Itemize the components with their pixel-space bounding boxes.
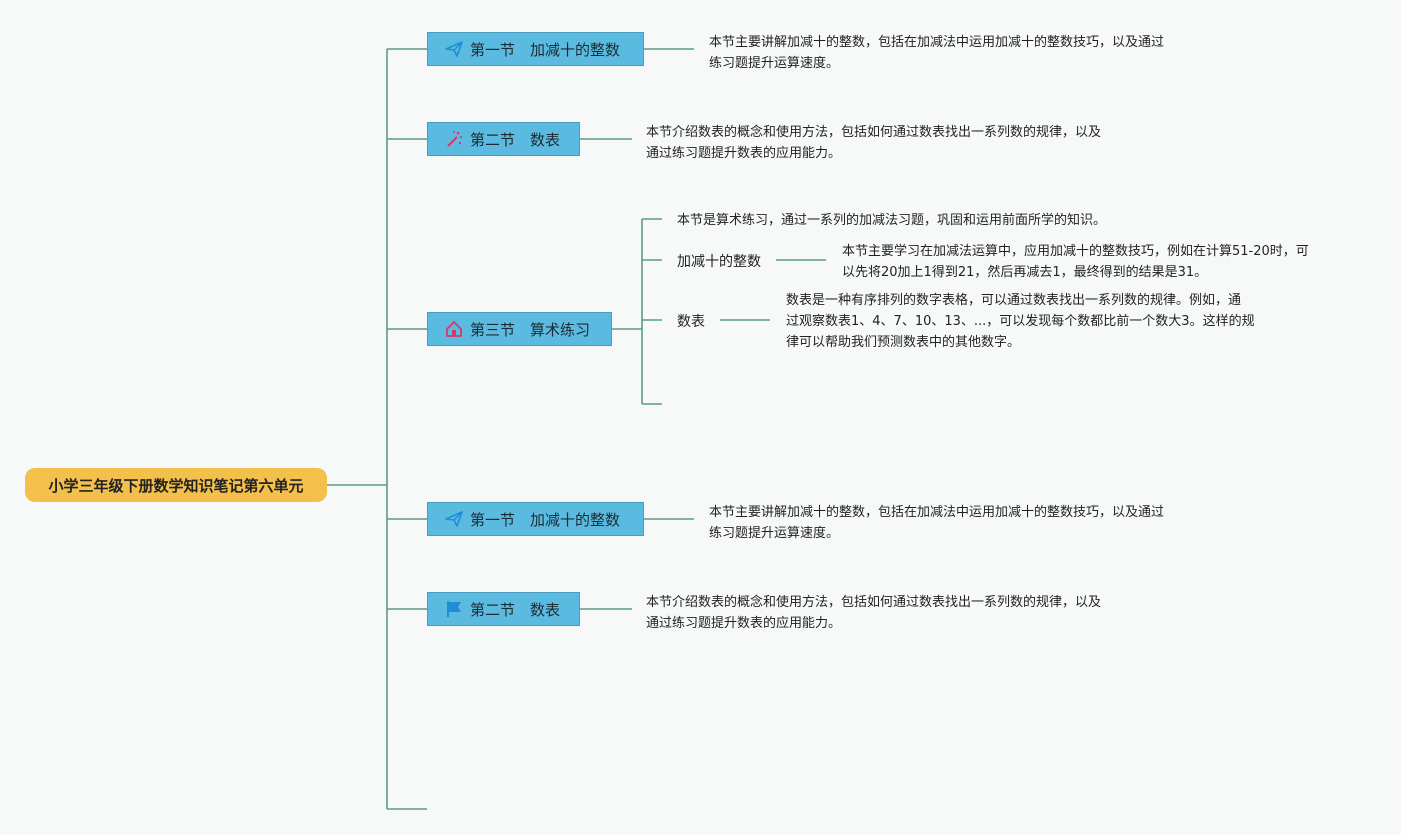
topic-description-2: 本节介绍数表的概念和使用方法，包括如何通过数表找出一系列数的规律，以及 通过练习… <box>646 122 1101 164</box>
desc-line: 律可以帮助我们预测数表中的其他数字。 <box>786 335 1021 350</box>
topic-description-4: 本节主要讲解加减十的整数，包括在加减法中运用加减十的整数技巧，以及通过 练习题提… <box>709 502 1164 544</box>
desc-line: 本节主要讲解加减十的整数，包括在加减法中运用加减十的整数技巧，以及通过 <box>709 505 1165 520</box>
desc-line: 数表是一种有序排列的数字表格，可以通过数表找出一系列数的规律。例如，通 <box>786 293 1242 308</box>
topic-node-3[interactable]: 第三节 算术练习 <box>427 312 612 346</box>
desc-line: 练习题提升运算速度。 <box>709 526 840 541</box>
desc-line: 过观察数表1、4、7、10、13、...，可以发现每个数都比前一个数大3。这样的… <box>786 314 1255 329</box>
subtopic-label: 数表 <box>677 314 705 330</box>
desc-line: 通过练习题提升数表的应用能力。 <box>646 616 842 631</box>
topic-node-2[interactable]: 第二节 数表 <box>427 122 580 156</box>
subtopic-node-1[interactable]: 加减十的整数 <box>677 251 761 271</box>
desc-line: 练习题提升运算速度。 <box>709 56 840 71</box>
magic-wand-icon <box>444 129 464 149</box>
topic-node-4[interactable]: 第一节 加减十的整数 <box>427 502 644 536</box>
paper-plane-icon <box>444 39 464 59</box>
topic-node-5[interactable]: 第二节 数表 <box>427 592 580 626</box>
desc-line: 本节介绍数表的概念和使用方法，包括如何通过数表找出一系列数的规律，以及 <box>646 125 1102 140</box>
topic-label: 第二节 数表 <box>470 130 561 149</box>
topic-label: 第二节 数表 <box>470 600 561 619</box>
topic-label: 第一节 加减十的整数 <box>470 510 621 529</box>
subtopic-label: 加减十的整数 <box>677 254 761 270</box>
desc-line: 通过练习题提升数表的应用能力。 <box>646 146 842 161</box>
desc-line: 本节介绍数表的概念和使用方法，包括如何通过数表找出一系列数的规律，以及 <box>646 595 1102 610</box>
paper-plane-icon <box>444 509 464 529</box>
house-icon <box>444 319 464 339</box>
root-node[interactable]: 小学三年级下册数学知识笔记第六单元 <box>25 468 327 502</box>
desc-line: 本节主要讲解加减十的整数，包括在加减法中运用加减十的整数技巧，以及通过 <box>709 35 1165 50</box>
topic-label: 第一节 加减十的整数 <box>470 40 621 59</box>
subtopic-description-2: 数表是一种有序排列的数字表格，可以通过数表找出一系列数的规律。例如，通 过观察数… <box>786 290 1255 353</box>
topic-label: 第三节 算术练习 <box>470 320 591 339</box>
topic-intro-3: 本节是算术练习，通过一系列的加减法习题，巩固和运用前面所学的知识。 <box>677 210 1106 231</box>
subtopic-node-2[interactable]: 数表 <box>677 311 705 331</box>
desc-line: 本节主要学习在加减法运算中，应用加减十的整数技巧，例如在计算51-20时，可 <box>842 244 1309 259</box>
topic-description-5: 本节介绍数表的概念和使用方法，包括如何通过数表找出一系列数的规律，以及 通过练习… <box>646 592 1101 634</box>
flag-icon <box>444 599 464 619</box>
desc-line: 以先将20加上1得到21，然后再减去1，最终得到的结果是31。 <box>842 265 1208 280</box>
root-title: 小学三年级下册数学知识笔记第六单元 <box>48 476 304 495</box>
topic-node-1[interactable]: 第一节 加减十的整数 <box>427 32 644 66</box>
topic-description-1: 本节主要讲解加减十的整数，包括在加减法中运用加减十的整数技巧，以及通过 练习题提… <box>709 32 1164 74</box>
subtopic-description-1: 本节主要学习在加减法运算中，应用加减十的整数技巧，例如在计算51-20时，可 以… <box>842 241 1309 283</box>
desc-line: 本节是算术练习，通过一系列的加减法习题，巩固和运用前面所学的知识。 <box>677 213 1107 228</box>
